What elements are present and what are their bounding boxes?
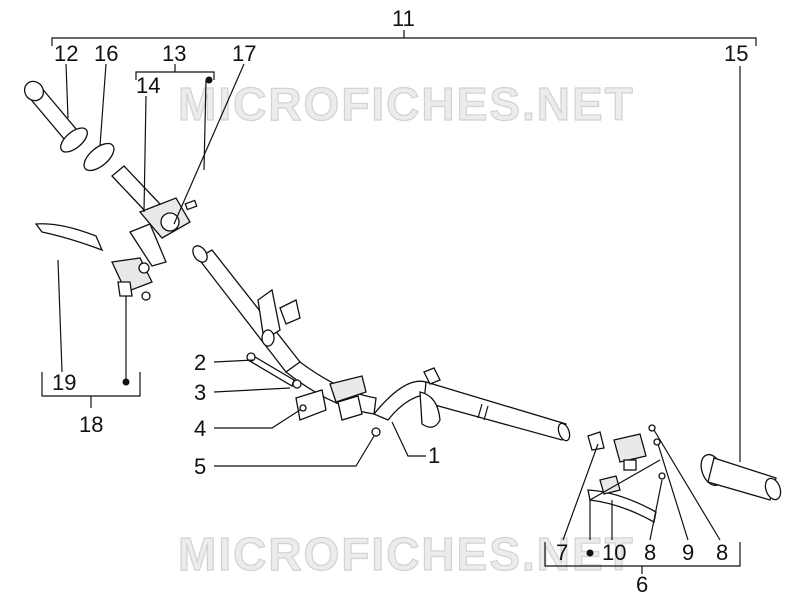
watermark-top: MICROFICHES.NET	[178, 78, 635, 130]
label-2: 2	[194, 350, 206, 375]
washer-3	[292, 379, 302, 389]
throttle-control	[129, 197, 198, 267]
label-17: 17	[232, 41, 256, 66]
label-14: 14	[136, 73, 160, 98]
bracket-11	[51, 30, 757, 46]
throttle-tube	[111, 165, 162, 213]
right-grip	[700, 453, 782, 501]
label-8a: 8	[644, 540, 656, 565]
left-grip	[23, 80, 88, 153]
dot-6	[586, 549, 594, 557]
bracket-13	[135, 64, 215, 80]
label-16: 16	[94, 41, 118, 66]
label-4: 4	[194, 416, 206, 441]
label-1: 1	[428, 443, 440, 468]
left-brake-lever	[34, 223, 153, 301]
watermark-bottom: MICROFICHES.NET	[178, 528, 635, 580]
label-15: 15	[724, 41, 748, 66]
label-8b: 8	[716, 540, 728, 565]
label-7: 7	[556, 540, 568, 565]
washer-4	[299, 404, 307, 412]
label-11: 11	[392, 6, 415, 31]
label-18: 18	[79, 412, 103, 437]
dot-13	[205, 76, 213, 84]
dot-18	[122, 378, 130, 386]
label-12: 12	[54, 41, 78, 66]
label-3: 3	[194, 380, 206, 405]
right-control-parts	[587, 424, 666, 524]
bolt-2	[246, 352, 295, 387]
label-10: 10	[602, 540, 626, 565]
leader-lines	[57, 63, 741, 541]
bracket-18	[41, 372, 141, 408]
label-6: 6	[636, 572, 648, 597]
label-13: 13	[162, 41, 186, 66]
label-19: 19	[52, 370, 76, 395]
bracket-6	[544, 542, 741, 574]
handlebar-tube	[192, 245, 571, 442]
grip-ring	[83, 142, 115, 172]
nut-5	[371, 427, 381, 437]
label-9: 9	[682, 540, 694, 565]
label-5: 5	[194, 454, 206, 479]
